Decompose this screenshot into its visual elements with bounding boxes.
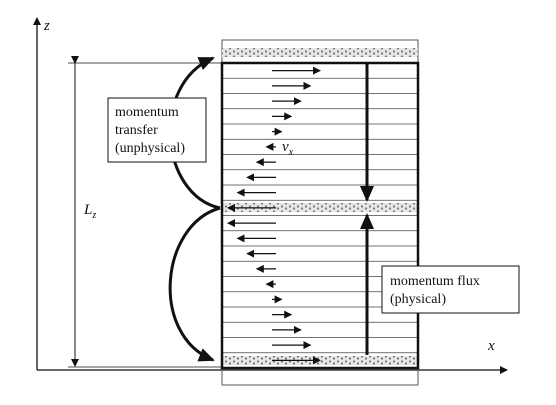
transfer-arrow-to-bottom [168,206,221,362]
flux-line-1: momentum flux [390,274,480,289]
velocity-label: vx [282,139,294,158]
middle-exchange-slab [222,203,418,212]
transfer-line-3: (unphysical) [115,141,185,156]
z-axis-label: z [43,18,50,34]
velocity-profile-arrows [227,66,321,365]
height-label: Lz [83,202,96,221]
simulation-box [220,39,420,386]
momentum-transfer-box: momentum transfer (unphysical) [107,97,207,163]
x-axis-label: x [487,338,495,354]
top-exchange-slab [222,48,418,57]
momentum-flux-box: momentum flux (physical) [381,265,520,314]
transfer-line-2: transfer [115,123,158,138]
transfer-line-1: momentum [115,105,179,120]
height-dimension [68,56,222,368]
flux-line-2: (physical) [390,292,446,307]
